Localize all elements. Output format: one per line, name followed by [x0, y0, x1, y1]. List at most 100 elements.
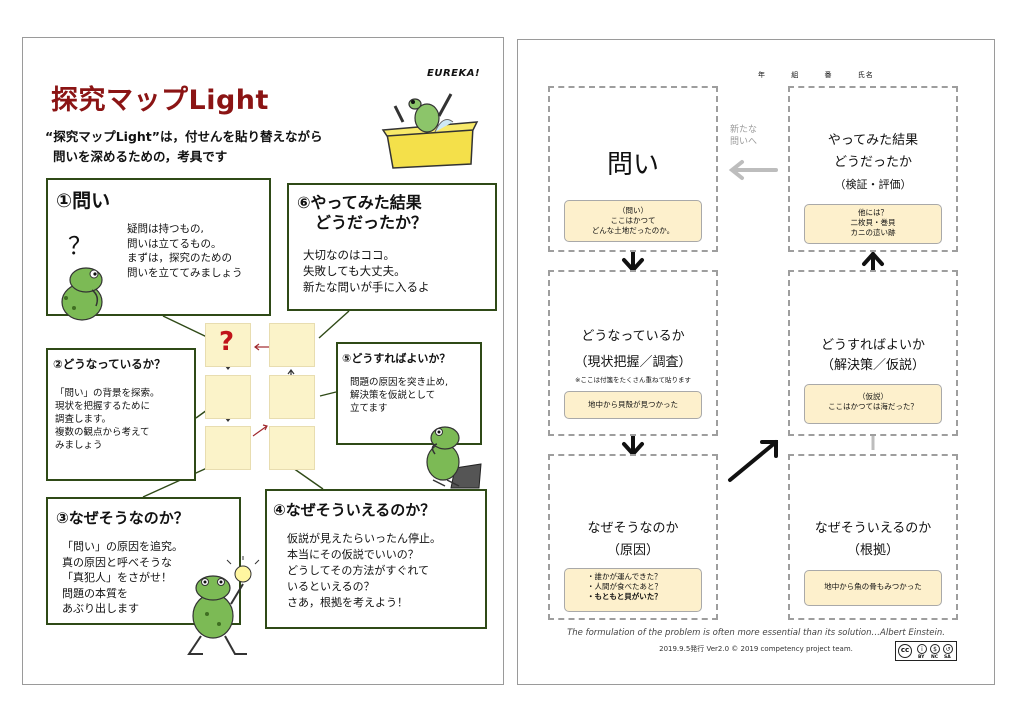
evidence-box: なぜそういえるのか （根拠） 地中から魚の骨もみつかった	[788, 454, 958, 620]
note-line: 他には？	[858, 208, 888, 217]
title-line: なぜそうなのか	[587, 521, 679, 536]
nc-icon: $	[930, 644, 940, 654]
step3-line: 真の原因と呼べそうな	[62, 555, 172, 569]
sticky-note	[205, 375, 251, 419]
title-line: どうすればよいか	[820, 338, 925, 353]
step4-line: どうしてその方法がすぐれて	[287, 564, 430, 577]
situation-box: どうなっているか （現状把握／調査） ※ここは付箋をたくさん重ねて貼ります 地中…	[548, 270, 718, 436]
step1-line: 問いを立ててみましょう	[127, 266, 243, 279]
step4-line: 仮説が見えたらいったん停止。	[287, 532, 441, 545]
note-line: ・誰かが運んできた？	[587, 572, 662, 581]
evidence-note: 地中から魚の骨もみつかった	[804, 570, 942, 606]
step1-title: ①問い	[56, 190, 111, 212]
name-label: 氏名	[857, 71, 874, 79]
step5-line: 問題の原因を突き止め,	[350, 377, 449, 388]
solution-note: （仮説） ここはかつては海だった？	[804, 384, 942, 424]
sticky-note	[269, 375, 315, 419]
year-label: 年	[758, 71, 766, 79]
title-line: なぜそういえるのか	[814, 521, 932, 536]
cc-icon: cc	[898, 644, 912, 658]
arrow-diagonal-icon	[728, 440, 778, 482]
step6-line: 大切なのはココ。	[303, 248, 395, 262]
title-line: （原因）	[606, 543, 659, 558]
evidence-box-title: なぜそういえるのか （根拠）	[790, 518, 956, 562]
question-icon: ？	[68, 232, 92, 260]
solution-box: どうすればよいか （解決策／仮説） （仮説） ここはかつては海だった？	[788, 270, 958, 436]
class-label: 組	[791, 71, 800, 79]
bathtub-frog-illustration	[381, 93, 479, 169]
step4-line: さあ，根拠を考えよう！	[287, 596, 408, 609]
step4-body: 仮説が見えたらいったん停止。 本当にその仮説でいいの？ どうしてその方法がすぐれ…	[287, 531, 441, 611]
note-line: どんな土地だったのか。	[591, 226, 675, 235]
step1-line: 問いは立てるもの。	[127, 237, 222, 250]
step1-line: 疑問は持つもの,	[127, 223, 204, 235]
nc-label: NC	[931, 655, 939, 660]
title-line: （根拠）	[846, 543, 899, 558]
step3-body: 「問い」の原因を追究。 真の原因と呼べそうな 「真犯人」をさがせ！ 問題の本質を…	[62, 539, 183, 617]
thinking-frog-illustration	[61, 267, 103, 321]
eureka-text: EUREKA!	[427, 68, 481, 79]
page-title: 探究マップLight	[51, 85, 269, 116]
note-line: （問い）	[618, 206, 648, 215]
student-name-fields: 年 組 番 氏名	[758, 70, 896, 80]
step6-box: ⑥やってみた結果 どうだったか？ 大切なのはココ。 失敗しても大丈夫。 新たな問…	[287, 183, 497, 311]
step3-line: あぶり出します	[62, 602, 139, 615]
step5-line: 解決策を仮説として	[350, 390, 436, 401]
result-box: やってみた結果 どうだったか （検証・評価） 他には？ 二枚貝・巻貝 カニの這い…	[788, 86, 958, 252]
step5-line: 立てます	[350, 403, 388, 414]
step4-line: 本当にその仮説でいいの？	[287, 548, 419, 561]
question-box-title: 問い	[606, 150, 659, 180]
step2-body: 「問い」の背景を探索。 現状を把握するために 調査します。 複数の観点から考えて…	[55, 387, 160, 452]
note-line: ここはかつて	[610, 216, 656, 225]
title-line: どうだったか	[833, 155, 912, 170]
title-line: （検証・評価）	[834, 178, 912, 191]
note-line: 地中から魚の骨もみつかった	[824, 582, 922, 591]
back-label-line: 新たな	[730, 125, 758, 135]
step3-line: 「真犯人」をさがせ！	[62, 571, 172, 584]
title-line: どうなっているか	[581, 329, 685, 344]
step1-line: まずは，探究のための	[127, 252, 232, 264]
note-line: ・人間が食べたあと？	[587, 582, 662, 591]
title-line: （現状把握／調査）	[574, 355, 692, 370]
thinker-frog-illustration	[426, 426, 482, 489]
question-mark: ?	[219, 327, 235, 357]
note-line: ・もともと貝がいた？	[587, 592, 662, 601]
step5-title: ⑤どうすればよいか？	[342, 352, 451, 365]
step2-line: 「問い」の背景を探索。	[55, 388, 160, 399]
cause-box: なぜそうなのか （原因） ・誰かが運んできた？ ・人間が食べたあと？ ・もともと…	[548, 454, 718, 620]
step3-line: 問題の本質を	[62, 586, 128, 600]
back-arrow-icon	[728, 160, 778, 180]
sa-icon: ↺	[943, 644, 953, 654]
right-page: 年 組 番 氏名 新たな 問いへ 問い	[517, 39, 995, 685]
note-line: ここはかつては海だった？	[828, 402, 918, 411]
by-icon: i	[917, 644, 927, 654]
cause-note: ・誰かが運んできた？ ・人間が食べたあと？ ・もともと貝がいた？	[564, 568, 702, 612]
step6-title-line: どうだったか？	[315, 213, 428, 232]
note-line: 地中から貝殻が見つかった	[588, 400, 678, 409]
solution-box-title: どうすればよいか （解決策／仮説）	[790, 336, 956, 376]
back-label-line: 問いへ	[730, 137, 758, 147]
situation-note: 地中から貝殻が見つかった	[564, 391, 702, 419]
situation-instruction: ※ここは付箋をたくさん重ねて貼ります	[575, 376, 691, 384]
step4-title: ④なぜそういえるのか？	[273, 501, 436, 519]
step2-line: 調査します。	[55, 414, 112, 425]
version-info: 2019.9.5発行 Ver2.0 © 2019 competency proj…	[659, 645, 853, 653]
by-label: BY	[918, 655, 925, 660]
step4-box: ④なぜそういえるのか？ 仮説が見えたらいったん停止。 本当にその仮説でいいの？ …	[265, 489, 487, 629]
step3-line: 「問い」の原因を追究。	[62, 540, 183, 553]
step2-line: 複数の観点から考えて	[55, 427, 150, 438]
question-box: 問い （問い） ここはかつて どんな土地だったのか。	[548, 86, 718, 252]
cause-box-title: なぜそうなのか （原因）	[550, 518, 716, 562]
step2-title: ②どうなっているか？	[53, 357, 166, 371]
number-label: 番	[824, 71, 833, 79]
subtitle-line-2: 問いを深めるための，考具です	[53, 149, 228, 164]
step2-line: 現状を把握するために	[55, 401, 151, 412]
step1-box: ①問い ？ 疑問は持つもの, 問いは立てるもの。 まずは，探究のための 問いを立…	[46, 178, 271, 321]
step1-body: 疑問は持つもの, 問いは立てるもの。 まずは，探究のための 問いを立ててみましょ…	[127, 222, 243, 280]
sticky-note	[205, 426, 251, 470]
step6-line: 失敗しても大丈夫。	[303, 264, 406, 278]
step6-line: 新たな問いが手に入るよ	[303, 280, 430, 294]
step4-line: いるといえるの？	[287, 580, 375, 593]
result-box-title: やってみた結果 どうだったか （検証・評価）	[790, 130, 956, 196]
step3-title: ③なぜそうなのか？	[56, 509, 189, 527]
